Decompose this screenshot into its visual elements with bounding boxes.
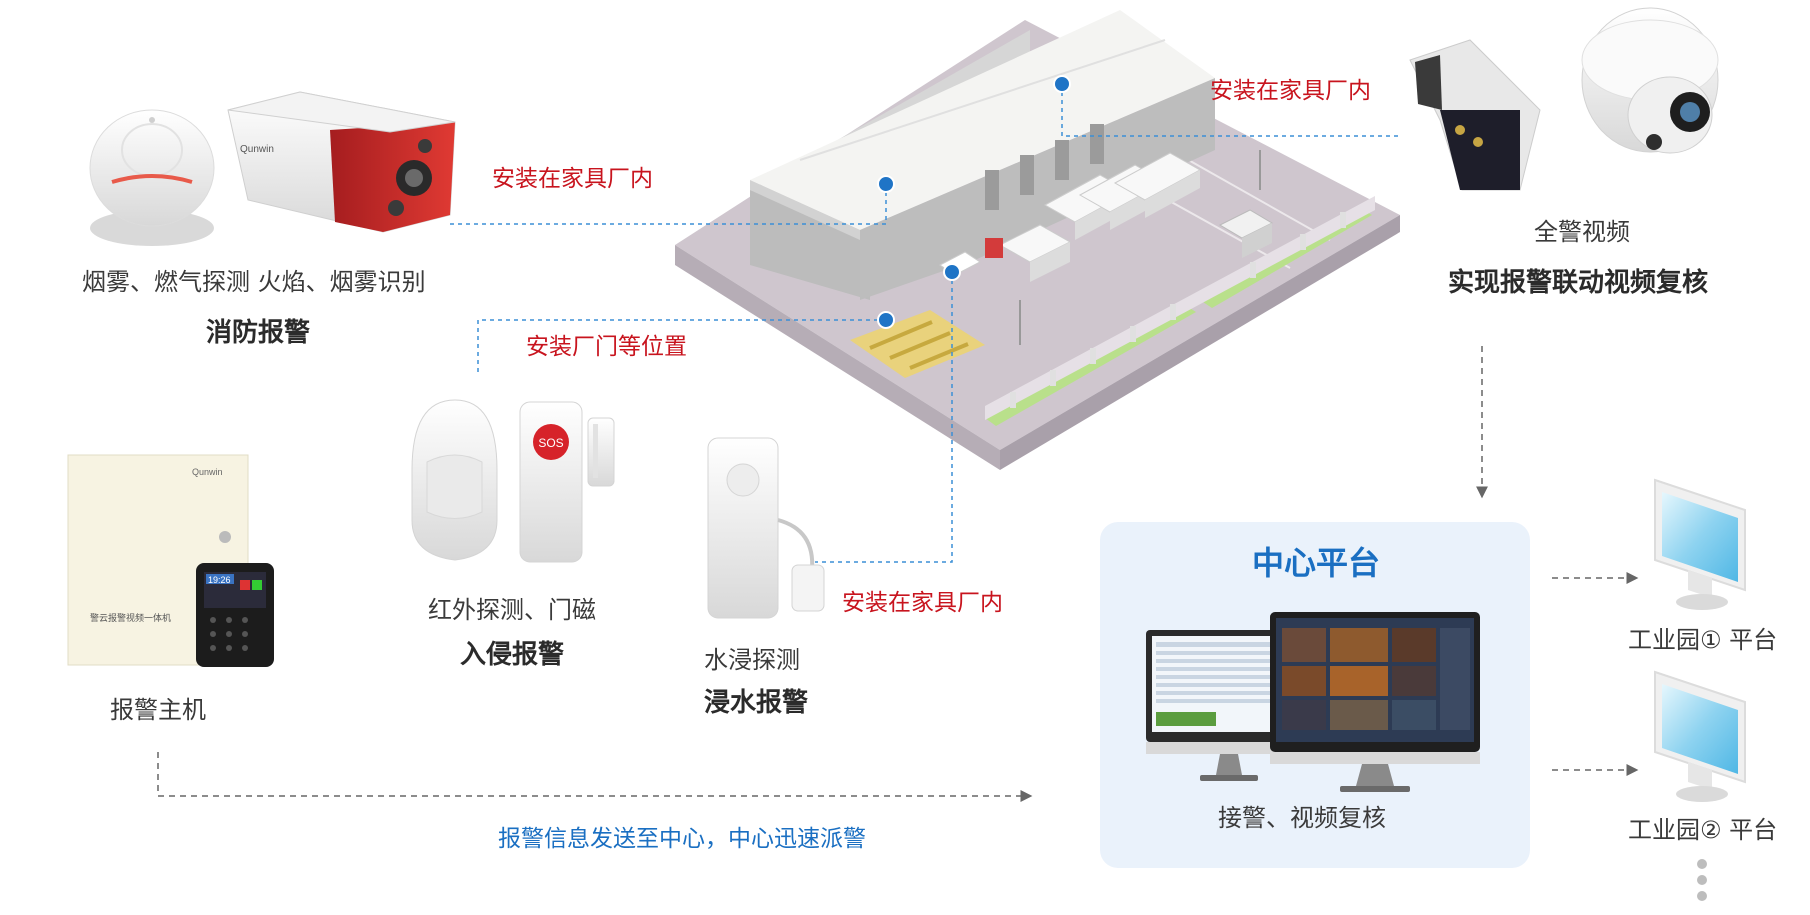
keypad-icon: 19:26 — [196, 563, 274, 667]
install-dots — [877, 75, 1071, 329]
intrusion-alarm-label: 入侵报警 — [460, 640, 565, 670]
fire-detectors-label: 烟雾、燃气探测 火焰、烟雾识别 — [82, 268, 426, 296]
camera-name-label: 全警视频 — [1534, 218, 1630, 246]
center-caption-label: 接警、视频复核 — [1218, 804, 1386, 832]
dome-camera-icon — [1409, 7, 1719, 191]
alarm-host-label: 报警主机 — [110, 696, 206, 724]
smoke-detector-icon — [89, 109, 215, 246]
bullet-camera-icon: Qunwin — [227, 91, 456, 233]
factory-illustration — [675, 10, 1400, 470]
install-furniture-label-2: 安装在家具厂内 — [842, 590, 1003, 616]
water-sensor-icon — [707, 437, 825, 619]
client-monitor-icon — [1654, 478, 1746, 610]
brand-text: Qunwin — [240, 144, 274, 155]
host-panel-text: 警云报警视频一体机 — [90, 612, 171, 623]
monitor-icon — [1270, 612, 1480, 792]
water-alarm-label: 浸水报警 — [704, 688, 809, 718]
intrusion-detectors-label: 红外探测、门磁 — [428, 596, 596, 624]
more-dots-icon — [1697, 859, 1707, 901]
client-monitor-icon — [1654, 670, 1746, 802]
center-monitors — [1146, 612, 1480, 792]
water-detector-label: 水浸探测 — [704, 646, 800, 674]
pir-sensor-icon — [411, 399, 498, 561]
install-furniture-label-1: 安装在家具厂内 — [492, 166, 653, 192]
center-platform-title: 中心平台 — [1252, 544, 1381, 582]
install-connectors — [450, 84, 1400, 563]
keypad-time: 19:26 — [208, 575, 231, 585]
video-review-label: 实现报警联动视频复核 — [1448, 268, 1709, 298]
send-info-label: 报警信息发送至中心，中心迅速派警 — [498, 826, 866, 852]
sos-button-icon: SOS — [519, 401, 583, 563]
door-magnet-icon — [587, 417, 615, 487]
install-furniture-label-3: 安装在家具厂内 — [1210, 78, 1371, 104]
park1-label: 工业园① 平台 — [1628, 626, 1778, 654]
fire-alarm-label: 消防报警 — [206, 318, 311, 348]
park2-label: 工业园② 平台 — [1628, 816, 1778, 844]
sos-text: SOS — [538, 436, 563, 450]
flow-arrows — [157, 346, 1639, 802]
install-gate-label: 安装厂门等位置 — [526, 334, 687, 360]
host-brand-text: Qunwin — [192, 467, 223, 477]
